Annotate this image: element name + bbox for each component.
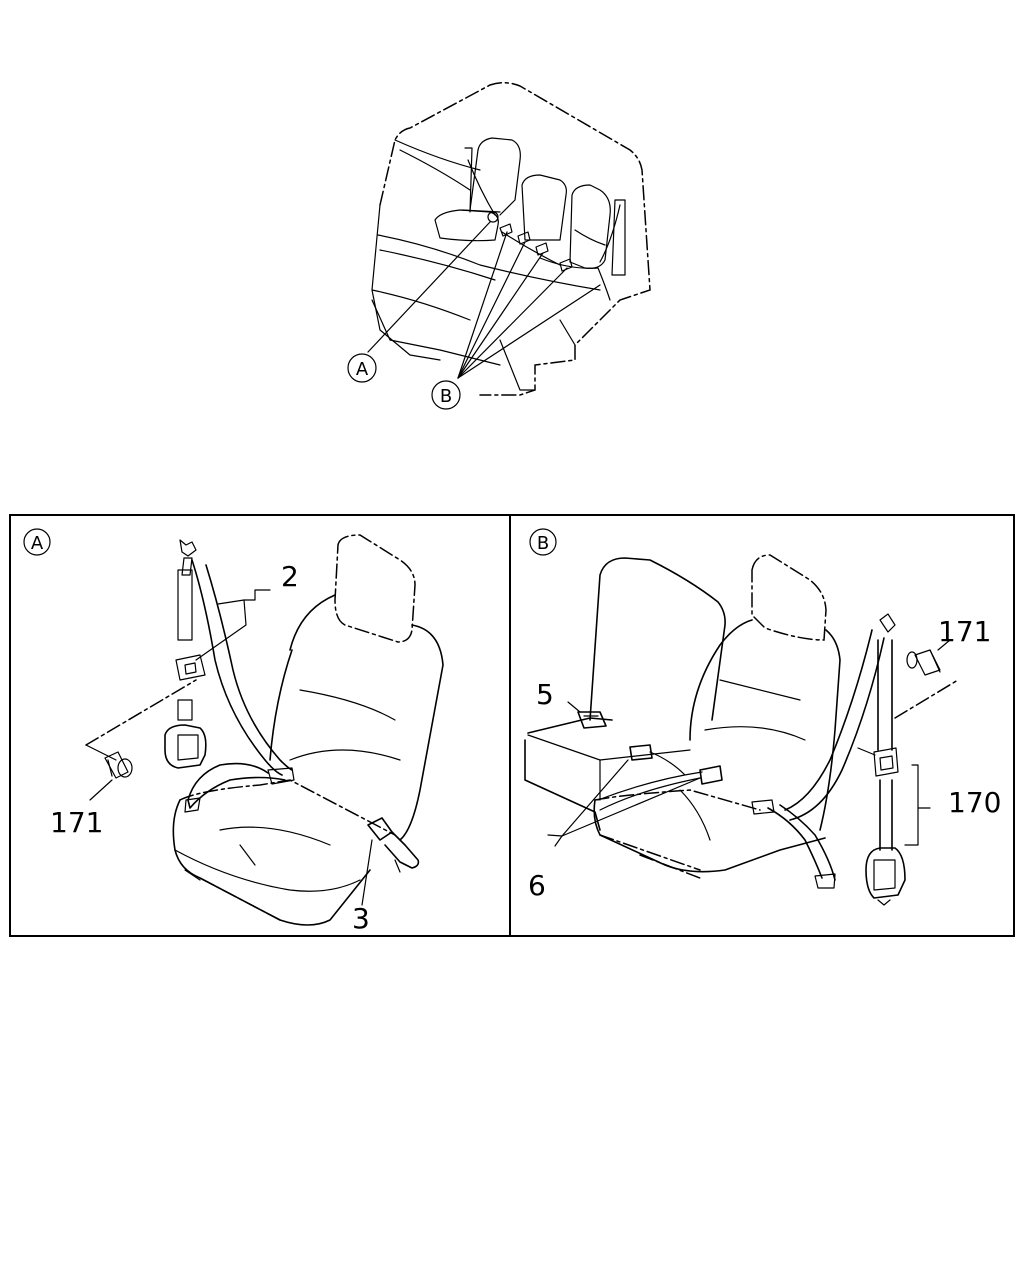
seat-a-headrest (334, 534, 416, 643)
retractor-a (164, 724, 207, 769)
upper-anchor-a (179, 539, 197, 557)
retractor-rail-a (177, 569, 193, 641)
label-171-b: 171 (938, 615, 991, 648)
upper-anchor-b (879, 613, 896, 633)
buckle-6a (629, 744, 653, 761)
callout-a-label: A (356, 359, 369, 380)
svg-text:B: B (537, 533, 549, 554)
seat-b-right-headrest (751, 554, 827, 641)
callout-a-marker: A (347, 353, 377, 383)
buckle-6b (699, 765, 723, 785)
label-6: 6 (528, 869, 546, 902)
detail-a: A (23, 528, 444, 935)
callout-b-label: B (440, 386, 452, 407)
detail-frame (9, 514, 1015, 937)
detail-b-tag: B (529, 528, 557, 556)
detail-a-tag: A (23, 528, 51, 556)
detail-b: B (524, 528, 1001, 906)
bolt-a (104, 751, 133, 779)
label-170: 170 (948, 786, 1001, 819)
cab-overview (371, 82, 651, 396)
label-3: 3 (352, 902, 370, 935)
buckle-5 (577, 711, 607, 729)
bolt-b (906, 649, 941, 676)
label-171-a: 171 (50, 806, 103, 839)
callout-b-marker: B (431, 380, 461, 410)
buckle-a (367, 817, 393, 841)
label-2: 2 (281, 560, 299, 593)
seat-a-back-left (289, 594, 336, 651)
label-5: 5 (536, 678, 554, 711)
svg-text:A: A (31, 533, 44, 554)
seat-b-centre-back (589, 557, 726, 721)
retractor-b (865, 847, 906, 899)
overview-callout-lines (367, 221, 601, 379)
